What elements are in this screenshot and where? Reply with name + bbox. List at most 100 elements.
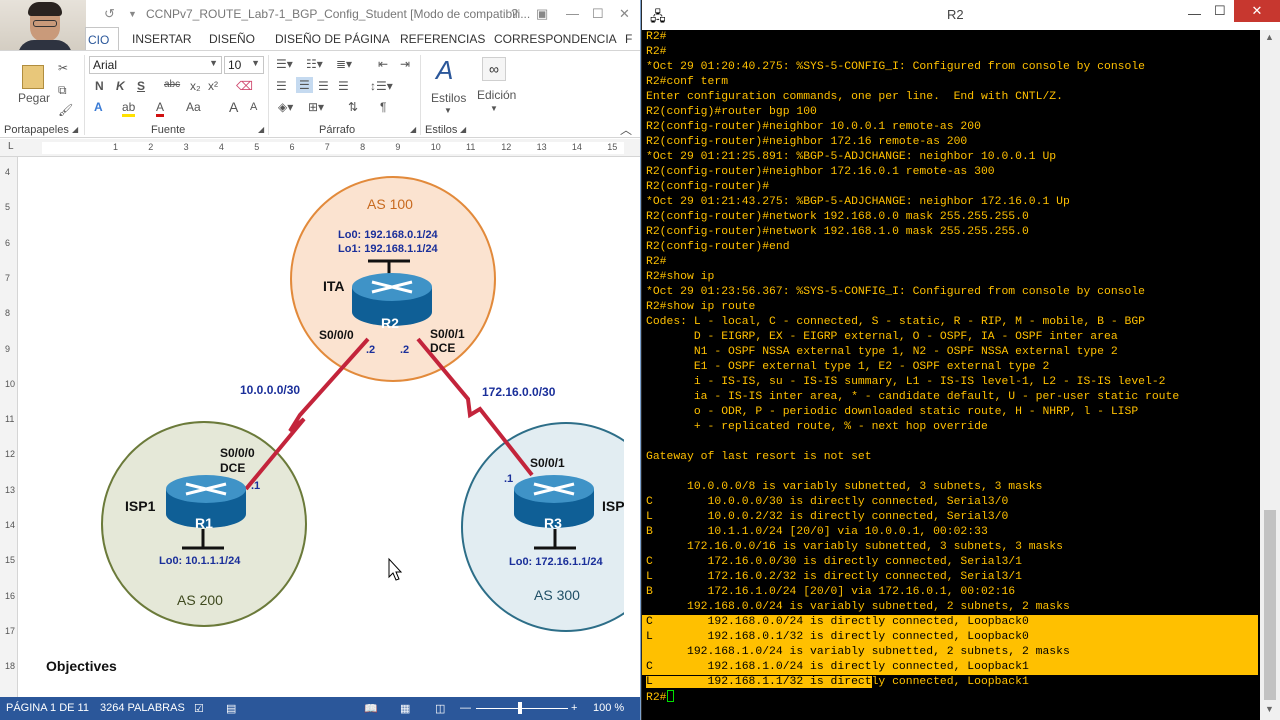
italic-button[interactable]: K (116, 79, 125, 93)
shrink-font-button[interactable]: A (250, 101, 258, 113)
dialog-launcher-icon[interactable]: ◢ (410, 125, 417, 134)
styles-icon[interactable]: A (436, 55, 454, 85)
r2-lo1-label: Lo1: 192.168.1.1/24 (338, 243, 439, 255)
web-layout-icon[interactable]: ◫ (435, 703, 446, 715)
macro-icon[interactable]: ▤ (226, 703, 237, 715)
undo-icon[interactable]: ↺ (104, 6, 115, 21)
paste-button[interactable]: Pegar (18, 91, 51, 105)
align-right-icon[interactable]: ☰ (318, 79, 329, 93)
editing-button[interactable]: Edición (477, 88, 517, 102)
page-count[interactable]: PÁGINA 1 DE 11 (6, 702, 89, 714)
styles-button[interactable]: Estilos (431, 91, 467, 105)
shading-icon[interactable]: ◈▾ (278, 100, 294, 114)
copy-icon[interactable]: ⧉ (58, 83, 67, 97)
numbering-icon[interactable]: ☷▾ (306, 57, 323, 71)
paste-icon[interactable] (22, 65, 44, 89)
clear-format-icon[interactable]: ⌫ (236, 79, 253, 93)
close-button[interactable]: ✕ (1234, 0, 1280, 22)
font-color-icon[interactable]: A (156, 100, 165, 117)
tab-more[interactable]: F (625, 32, 633, 46)
customize-icon[interactable]: ▼ (128, 9, 137, 19)
ruler-number: 9 (395, 142, 401, 152)
pilcrow-button[interactable]: ¶ (380, 100, 387, 114)
r2-s000-label: S0/0/0 (319, 328, 354, 342)
subscript-button[interactable]: x₂ (190, 79, 201, 93)
zoom-level[interactable]: 100 % (593, 702, 625, 714)
tab-page-layout[interactable]: DISEÑO DE PÁGINA (275, 32, 390, 46)
dialog-launcher-icon[interactable]: ◢ (258, 125, 265, 134)
underline-button[interactable]: S (137, 79, 146, 93)
cut-icon[interactable]: ✂ (58, 61, 69, 75)
zoom-out-icon[interactable]: — (460, 702, 471, 714)
tab-mailings[interactable]: CORRESPONDENCIA (494, 32, 617, 46)
multilevel-icon[interactable]: ≣▾ (336, 57, 353, 71)
zoom-slider-thumb[interactable] (518, 702, 522, 714)
r1-dce-label: DCE (220, 461, 245, 475)
terminal-line: R2(config-router)#neighbor 172.16 remote… (646, 136, 968, 148)
serial-link-r2-r1 (244, 337, 370, 491)
print-layout-icon[interactable]: ▦ (400, 703, 411, 715)
collapse-ribbon-icon[interactable]: ︿ (620, 123, 633, 137)
zoom-in-icon[interactable]: + (571, 702, 578, 714)
terminal-output[interactable]: R2#R2#*Oct 29 01:20:40.275: %SYS-5-CONFI… (642, 30, 1260, 720)
tab-home[interactable]: CIO (85, 27, 119, 51)
bullets-icon[interactable]: ☰▾ (276, 57, 293, 71)
scroll-down-icon[interactable]: ▼ (1265, 704, 1274, 714)
terminal-prompt-line[interactable]: R2# (646, 690, 1260, 705)
superscript-button[interactable]: x² (208, 79, 218, 93)
document-page: AS 100 Lo0: 192.168.0.1/24 Lo1: 192.168.… (18, 157, 624, 697)
align-left-icon[interactable]: ☰ (276, 79, 287, 93)
terminal-line-highlighted: 192.168.1.0/24 is variably subnetted, 2 … (642, 645, 1258, 660)
tab-selector-icon[interactable]: L (8, 141, 14, 152)
borders-icon[interactable]: ⊞▾ (308, 100, 325, 114)
proofing-icon[interactable]: ☑ (194, 703, 204, 715)
close-icon[interactable]: ✕ (619, 6, 630, 21)
terminal-line: R2# (646, 31, 667, 43)
as100-label: AS 100 (367, 196, 413, 212)
terminal-line: + - replicated route, % - next hop overr… (646, 421, 988, 433)
ribbon-options-icon[interactable]: ▣ (536, 6, 549, 21)
terminal-line: 10.0.0.0/8 is variably subnetted, 3 subn… (646, 481, 1043, 493)
tab-design[interactable]: DISEÑO (209, 32, 256, 46)
terminal-line: C 172.16.0.0/30 is directly connected, S… (646, 556, 1022, 568)
binoculars-icon[interactable]: ∞ (482, 57, 506, 81)
align-center-icon[interactable]: ☰ (296, 77, 313, 93)
maximize-icon[interactable]: ☐ (592, 6, 604, 21)
dialog-launcher-icon[interactable]: ◢ (460, 125, 467, 134)
terminal-line (646, 435, 1260, 450)
ribbon-tabs: INSERTAR DISEÑO DISEÑO DE PÁGINA REFEREN… (85, 28, 640, 50)
minimize-icon[interactable]: — (1188, 6, 1201, 21)
word-count[interactable]: 3264 PALABRAS (100, 702, 185, 714)
vruler-number: 9 (5, 343, 11, 354)
minimize-icon[interactable]: — (566, 6, 579, 21)
increase-indent-icon[interactable]: ⇥ (400, 57, 411, 71)
terminal-line: R2(config-router)#end (646, 241, 790, 253)
bold-button[interactable]: N (95, 79, 104, 93)
dialog-launcher-icon[interactable]: ◢ (72, 125, 79, 134)
text-effects-icon[interactable]: A (94, 100, 103, 114)
change-case-button[interactable]: Aa (186, 100, 201, 114)
line-spacing-icon[interactable]: ↕☰▾ (370, 79, 393, 93)
tab-references[interactable]: REFERENCIAS (400, 32, 486, 46)
maximize-icon[interactable]: ☐ (1214, 3, 1226, 18)
help-icon[interactable]: ? (511, 6, 519, 21)
sort-icon[interactable]: ⇅ (348, 100, 359, 114)
terminal-scrollbar[interactable]: ▲ ▼ (1260, 30, 1280, 720)
format-painter-icon[interactable]: 🖌 (58, 103, 74, 117)
terminal-line: R2(config-router)#neighbor 172.16.0.1 re… (646, 166, 995, 178)
font-name-combo[interactable]: Arial▼ (89, 56, 222, 74)
vruler-number: 17 (5, 625, 16, 636)
strike-button[interactable]: abc (164, 79, 181, 90)
serial-link-r2-r3 (416, 337, 534, 477)
tab-insert[interactable]: INSERTAR (132, 32, 192, 46)
decrease-indent-icon[interactable]: ⇤ (378, 57, 389, 71)
terminal-line: R2#show ip (646, 271, 715, 283)
highlight-icon[interactable]: ab (122, 100, 136, 117)
grow-font-button[interactable]: A (229, 99, 239, 115)
zoom-slider[interactable] (476, 708, 568, 709)
scrollbar-thumb[interactable] (1264, 510, 1276, 700)
scroll-up-icon[interactable]: ▲ (1265, 32, 1274, 42)
justify-icon[interactable]: ☰ (338, 79, 349, 93)
read-mode-icon[interactable]: 📖 (364, 703, 378, 715)
font-size-combo[interactable]: 10▼ (224, 56, 264, 74)
